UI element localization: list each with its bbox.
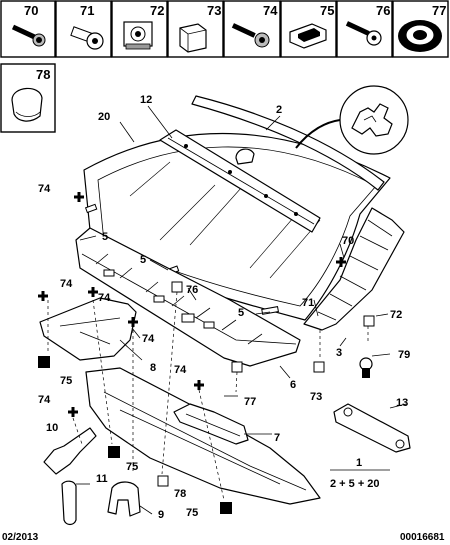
part-cell-78[interactable]: 78 bbox=[0, 63, 56, 133]
part-ref-75: 75 bbox=[320, 3, 334, 18]
callout-labels: 12 2 20 74 5 5 70 74 74 76 71 5 72 74 3 … bbox=[38, 94, 410, 521]
part-ref-74: 74 bbox=[263, 3, 278, 18]
lower-cover-panel bbox=[39, 297, 137, 361]
lower-bulkhead-panel bbox=[85, 367, 321, 505]
callout-11: 11 bbox=[96, 473, 108, 485]
callout-74-e: 74 bbox=[174, 364, 187, 376]
callout-76: 76 bbox=[186, 284, 198, 296]
screw-washer-icon bbox=[11, 24, 46, 47]
screw-clip-icon bbox=[345, 21, 382, 46]
support-bracket bbox=[173, 403, 249, 445]
blanking-plug-icon bbox=[398, 20, 442, 52]
square-clip-icon bbox=[179, 23, 207, 53]
callout-75-b: 75 bbox=[126, 461, 138, 473]
callout-3: 3 bbox=[336, 347, 342, 359]
callout-72: 72 bbox=[390, 309, 402, 321]
part-cell-71[interactable]: 71 bbox=[55, 0, 112, 58]
scuttle-panel bbox=[75, 227, 301, 367]
callout-74-f: 74 bbox=[38, 394, 51, 406]
rubber-grommet-icon bbox=[289, 23, 327, 49]
callout-13: 13 bbox=[396, 397, 408, 409]
leader-lines bbox=[47, 105, 407, 515]
support-rail bbox=[333, 403, 411, 453]
part-cell-74[interactable]: 74 bbox=[223, 0, 281, 58]
callout-5-b: 5 bbox=[140, 254, 146, 266]
part-ref-73: 73 bbox=[207, 3, 221, 18]
callout-5-a: 5 bbox=[102, 231, 108, 243]
windscreen-upper-seal bbox=[191, 95, 385, 191]
callout-7: 7 bbox=[274, 432, 280, 444]
callout-71: 71 bbox=[302, 297, 314, 309]
callout-20: 20 bbox=[98, 111, 110, 123]
callout-75-c: 75 bbox=[186, 507, 198, 519]
callout-12: 12 bbox=[140, 94, 152, 106]
part-ref-72: 72 bbox=[150, 3, 164, 18]
callout-5-c: 5 bbox=[238, 307, 244, 319]
part-cell-75[interactable]: 75 bbox=[280, 0, 337, 58]
parts-strip-top: 70 71 72 bbox=[0, 0, 449, 58]
part-cell-72[interactable]: 72 bbox=[111, 0, 168, 58]
callout-2: 2 bbox=[276, 104, 282, 116]
callout-74-b: 74 bbox=[60, 278, 73, 290]
callout-9: 9 bbox=[158, 509, 164, 521]
part-ref-70: 70 bbox=[24, 3, 38, 18]
callout-74-a: 74 bbox=[38, 183, 51, 195]
callout-74-d: 74 bbox=[142, 333, 155, 345]
mirror-mount-bracket bbox=[159, 129, 321, 233]
callout-1: 1 bbox=[356, 457, 362, 469]
callout-70: 70 bbox=[342, 235, 354, 247]
part-cell-70[interactable]: 70 bbox=[0, 0, 56, 58]
callout-78: 78 bbox=[174, 488, 186, 500]
hose-clip bbox=[107, 481, 141, 517]
side-trim-panel bbox=[303, 207, 405, 331]
screw-79 bbox=[359, 357, 373, 378]
part-ref-71: 71 bbox=[80, 3, 94, 18]
nut-clip-icon bbox=[123, 21, 153, 50]
push-rivet-icon bbox=[70, 26, 104, 50]
callout-73: 73 bbox=[310, 391, 322, 403]
callout-77: 77 bbox=[244, 396, 256, 408]
callout-6: 6 bbox=[290, 379, 296, 391]
footer-code: 00016681 bbox=[400, 532, 445, 543]
seal-profile-detail bbox=[295, 85, 409, 155]
part-cell-76[interactable]: 76 bbox=[336, 0, 393, 58]
callout-74-c: 74 bbox=[98, 292, 111, 304]
drain-hose bbox=[61, 480, 77, 526]
part-ref-76: 76 bbox=[376, 3, 390, 18]
screw-washer-icon bbox=[231, 23, 270, 48]
part-ref-78: 78 bbox=[36, 67, 50, 82]
callout-10: 10 bbox=[46, 422, 58, 434]
callout-8: 8 bbox=[150, 362, 156, 374]
footer-date: 02/2013 bbox=[2, 532, 39, 543]
formula-label: 2 + 5 + 20 bbox=[330, 478, 380, 490]
cap-clip-icon bbox=[11, 87, 43, 122]
part-cell-77[interactable]: 77 bbox=[392, 0, 449, 58]
part-cell-73[interactable]: 73 bbox=[167, 0, 224, 58]
duct-bracket bbox=[43, 427, 97, 475]
part-ref-77: 77 bbox=[432, 3, 446, 18]
callout-75-a: 75 bbox=[60, 375, 72, 387]
callout-79: 79 bbox=[398, 349, 410, 361]
